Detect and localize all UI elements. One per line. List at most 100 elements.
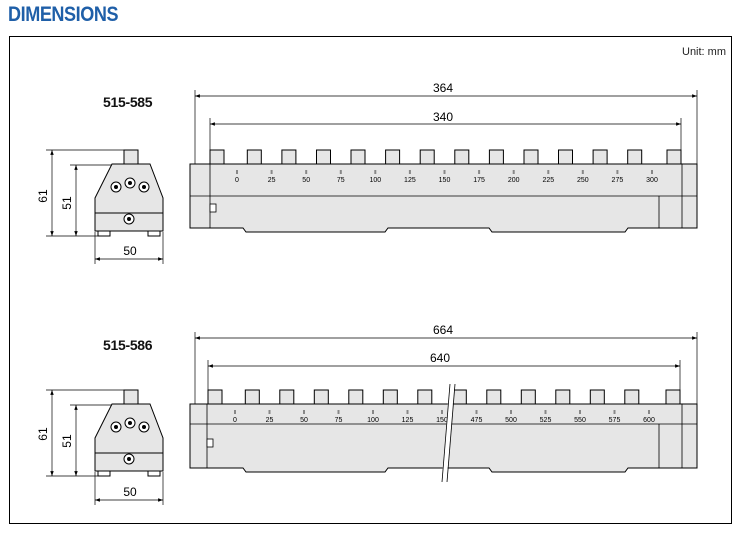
post — [624, 389, 640, 405]
scale-mark-label: 525 — [540, 417, 552, 424]
post — [246, 149, 262, 165]
scale-tick — [337, 410, 340, 414]
scale-mark-label: 100 — [369, 177, 381, 184]
dim-overall-length: 364 — [433, 81, 453, 95]
post — [523, 149, 539, 165]
post — [313, 389, 329, 405]
dim-width: 50 — [123, 485, 137, 499]
main-body — [189, 403, 698, 473]
post — [486, 389, 502, 405]
scale-tick — [236, 170, 238, 174]
scale-mark-label: 575 — [609, 417, 621, 424]
scale-mark-label: 50 — [300, 417, 308, 424]
model-label-515-586: 515-586 — [103, 337, 153, 353]
end-view-feet — [97, 470, 161, 477]
scale-tick — [372, 410, 374, 414]
post — [555, 389, 571, 405]
scale-mark-label: 475 — [471, 417, 483, 424]
scale-tick — [303, 410, 305, 414]
end-view-top-post — [123, 149, 139, 165]
scale-mark-label: 0 — [233, 417, 237, 424]
scale-tick — [305, 170, 308, 174]
scale-mark-label: 100 — [367, 417, 379, 424]
scale-tick — [443, 170, 446, 174]
post — [592, 149, 608, 165]
jaw-block — [665, 389, 681, 405]
post — [244, 389, 260, 405]
dim-height-body: 51 — [60, 434, 74, 448]
scale-mark-label: 275 — [612, 177, 624, 184]
scale-mark-label: 50 — [302, 177, 310, 184]
scale-tick — [478, 170, 481, 174]
main-body — [189, 163, 698, 233]
scale-mark-label: 250 — [577, 177, 589, 184]
break-line — [441, 383, 456, 483]
dim-height-body: 51 — [60, 196, 74, 210]
post — [350, 149, 366, 165]
scale-tick — [613, 410, 616, 414]
scale-mark-label: 0 — [235, 177, 239, 184]
scale-tick — [547, 170, 550, 174]
end-view-body — [94, 403, 164, 472]
dim-height-total: 61 — [36, 189, 50, 203]
post-row — [246, 149, 643, 165]
post — [488, 149, 504, 165]
model-label-515-585: 515-585 — [103, 94, 153, 110]
scale-mark-label: 75 — [337, 177, 345, 184]
scale-mark-label: 550 — [574, 417, 586, 424]
drawing-frame — [9, 36, 732, 524]
scale-tick — [270, 170, 273, 174]
scale-tick — [512, 170, 515, 174]
scale-mark-label: 25 — [268, 177, 276, 184]
scale-tick — [234, 410, 236, 414]
scale-tick — [579, 410, 581, 414]
scale-mark-label: 225 — [542, 177, 554, 184]
scale-tick — [648, 410, 650, 414]
scale-tick — [374, 170, 377, 174]
scale-tick — [581, 170, 584, 174]
post — [382, 389, 398, 405]
scale-tick — [268, 410, 271, 414]
post — [589, 389, 605, 405]
scale-tick — [616, 170, 619, 174]
scale-tick — [651, 170, 653, 174]
end-view-top-post — [123, 389, 139, 405]
post — [281, 149, 297, 165]
post — [348, 389, 364, 405]
scale-mark-label: 25 — [266, 417, 274, 424]
post — [454, 149, 470, 165]
post — [627, 149, 643, 165]
scale-mark-label: 200 — [508, 177, 520, 184]
dim-scale-length: 340 — [433, 110, 453, 124]
post — [417, 389, 433, 405]
jaw-block — [666, 149, 682, 165]
scale-mark-label: 500 — [505, 417, 517, 424]
scale-tick — [510, 410, 512, 414]
scale-mark-label: 75 — [335, 417, 343, 424]
end-view-feet — [97, 230, 161, 237]
post — [419, 149, 435, 165]
jaw-block — [207, 389, 223, 405]
scale-tick — [408, 170, 411, 174]
scale-tick — [441, 410, 443, 414]
unit-label: Unit: mm — [682, 46, 726, 58]
scale-mark-label: 125 — [404, 177, 416, 184]
scale-mark-label: 150 — [436, 417, 448, 424]
dim-width: 50 — [123, 244, 137, 258]
post — [520, 389, 536, 405]
scale-tick — [475, 410, 478, 414]
scale-tick — [406, 410, 409, 414]
post-row — [244, 389, 640, 405]
end-view-515-585 — [94, 149, 164, 237]
dim-scale-length: 640 — [430, 351, 450, 365]
jaw-block — [209, 149, 225, 165]
dim-overall-length: 664 — [433, 323, 453, 337]
scale-mark-label: 150 — [439, 177, 451, 184]
post — [279, 389, 295, 405]
end-view-515-586 — [94, 389, 164, 477]
